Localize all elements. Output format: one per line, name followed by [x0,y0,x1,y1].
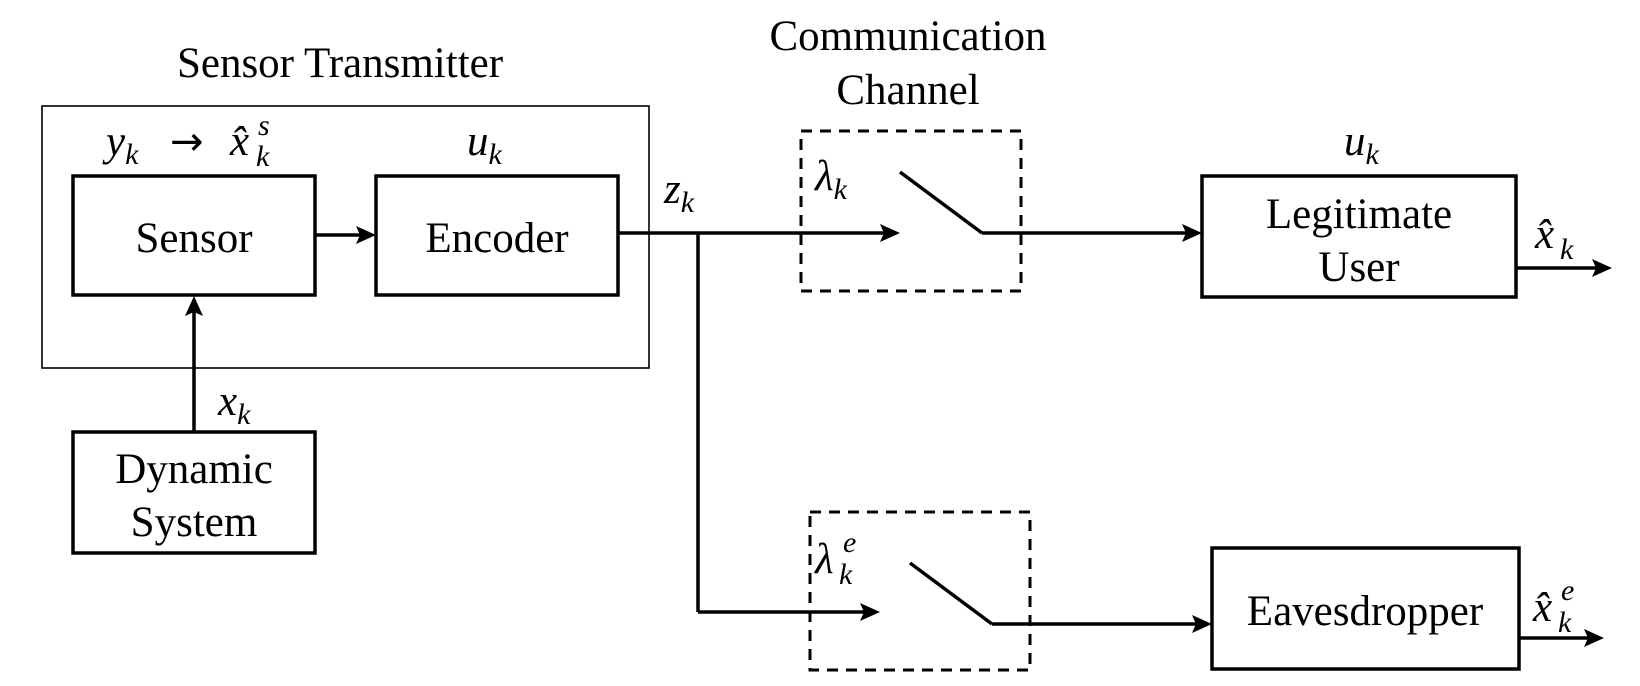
sensor-label: Sensor [135,215,252,262]
dynamic-system-label-line1: Dynamic [115,446,273,493]
eaves-estimate-label: x̂ k e [1532,574,1574,639]
svg-text:yk: yk [102,118,139,171]
svg-text:x̂: x̂ [229,118,249,165]
encoder-to-channel-arrowhead [880,224,900,242]
legitimate-user-label-line2: User [1318,244,1399,291]
maps-to-arrow: → [170,119,204,165]
sensor-transmitter-box [41,105,650,369]
legit-channel-output-arrowhead [1182,224,1202,242]
svg-text:k: k [839,558,853,591]
eaves-switch-blade [908,561,994,626]
legitimate-user-block [1200,174,1518,299]
encoder-signal-label: uk [467,118,503,171]
sensor-signal-label: yk → x̂ k s [102,109,270,173]
svg-text:k: k [1560,233,1574,266]
legit-switch-blade [898,170,984,235]
eaves-switch-label: λ k e [813,526,856,591]
svg-text:s: s [258,109,270,142]
encoder-label: Encoder [425,215,568,262]
system-to-sensor-arrowhead [185,296,203,316]
legit-channel-box [799,129,1023,293]
svg-text:k: k [256,140,270,173]
legit-switch-label: λk [813,153,848,206]
communication-channel-title-line2: Channel [836,67,979,114]
eaves-channel-output-arrowhead [1192,615,1212,633]
communication-channel-title-line1: Communication [769,13,1046,60]
legit-user-output-arrowhead [1592,259,1612,277]
legit-user-input-label: uk [1344,118,1380,171]
sensor-transmitter-title: Sensor Transmitter [177,40,503,87]
svg-text:e: e [843,526,856,559]
dynamic-system-label-line2: System [131,499,258,546]
eavesdropper-output-arrowhead [1584,629,1604,647]
svg-text:x̂: x̂ [1534,211,1554,258]
encoder-block [374,174,620,297]
eavesdropper-block [1210,546,1521,671]
system-output-label: xk [217,378,251,431]
sensor-to-encoder-arrowhead [356,226,376,244]
eavesdropper-label: Eavesdropper [1247,588,1483,635]
legitimate-user-label-line1: Legitimate [1266,191,1452,238]
branch-to-eaves-channel-arrowhead [860,603,880,621]
svg-text:λ: λ [813,536,834,583]
encoder-output-label: zk [663,166,695,219]
svg-text:x̂: x̂ [1532,584,1552,631]
svg-text:k: k [1558,606,1572,639]
svg-text:e: e [1561,574,1574,607]
legit-estimate-label: x̂ k [1534,211,1574,266]
